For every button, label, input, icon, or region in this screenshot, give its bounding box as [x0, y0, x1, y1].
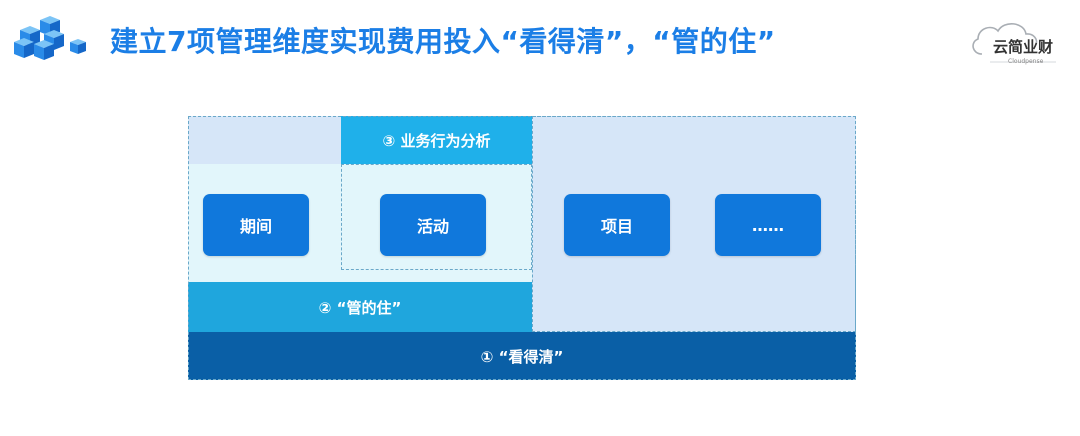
brand-subtitle: Cloudpense: [1008, 58, 1044, 65]
page-title: 建立7项管理维度实现费用投入“看得清”，“管的住”: [110, 25, 776, 58]
dimension-project: 项目: [564, 194, 670, 256]
cubes-logo-icon: [12, 16, 96, 62]
top-left-panel: [188, 116, 341, 164]
brand-logo: 云简业财 Cloudpense: [968, 14, 1068, 70]
layer1-bar: ① “看得清”: [188, 332, 856, 380]
layer2-bar: ② “管的住”: [188, 282, 532, 332]
management-dimension-diagram: ③ 业务行为分析 ② “管的住” ① “看得清” 期间 活动 项目 ……: [188, 116, 856, 380]
dimension-more: ……: [715, 194, 821, 256]
layer3-gap-strip: [341, 270, 532, 282]
layer3-dashed-border: [341, 164, 532, 270]
dimension-period: 期间: [203, 194, 309, 256]
right-dashed-border: [532, 116, 856, 332]
cloud-icon: [972, 23, 1056, 63]
layer3-header: ③ 业务行为分析: [341, 116, 532, 164]
brand-name: 云简业财: [993, 38, 1054, 56]
dimension-activity: 活动: [380, 194, 486, 256]
